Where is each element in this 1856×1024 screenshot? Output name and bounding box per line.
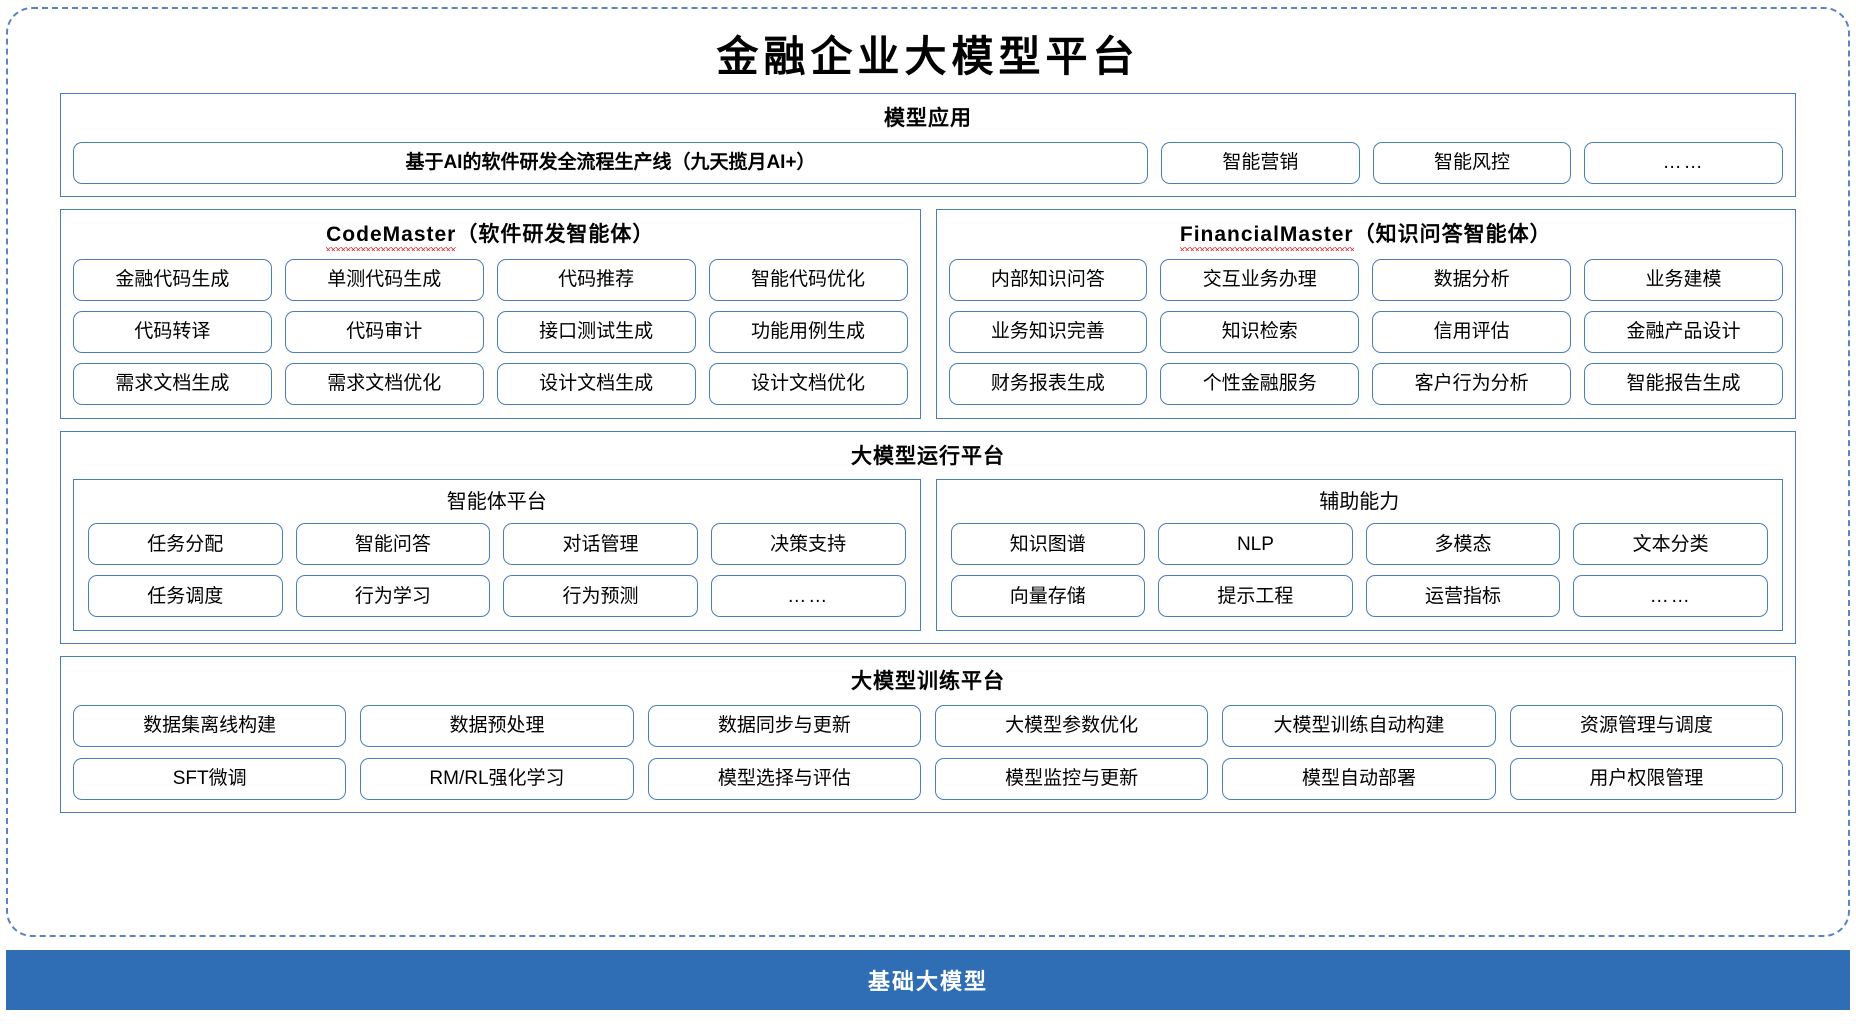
agent-platform-title: 智能体平台 — [446, 491, 547, 514]
financial-master-items: 内部知识问答 交互业务办理 数据分析 业务建模 业务知识完善 知识检索 信用评估… — [948, 258, 1783, 405]
code-master-item[interactable]: 需求文档生成 — [73, 362, 272, 405]
financial-master-panel: FinancialMaster（知识问答智能体） 内部知识问答 交互业务办理 数… — [935, 208, 1796, 419]
agent-platform-item[interactable]: 任务调度 — [88, 575, 283, 618]
agent-platform-items: 任务分配 智能问答 对话管理 决策支持 任务调度 行为学习 行为预测 …… — [88, 523, 906, 618]
app-item-smart-risk-control[interactable]: 智能风控 — [1372, 141, 1572, 184]
support-capability-title: 辅助能力 — [1319, 491, 1400, 514]
training-platform-item[interactable]: RM/RL强化学习 — [360, 757, 634, 800]
financial-master-title: FinancialMaster（知识问答智能体） — [949, 221, 1784, 252]
support-capability-item[interactable]: 向量存储 — [950, 575, 1146, 618]
code-master-item[interactable]: 代码转译 — [73, 310, 272, 353]
financial-master-item[interactable]: 数据分析 — [1372, 258, 1572, 301]
app-item-smart-marketing[interactable]: 智能营销 — [1161, 141, 1360, 184]
code-master-item[interactable]: 代码审计 — [284, 310, 484, 353]
support-capability-items: 知识图谱 NLP 多模态 文本分类 向量存储 提示工程 运营指标 …… — [950, 523, 1768, 618]
financial-master-item[interactable]: 金融产品设计 — [1584, 310, 1783, 353]
agent-platform-item[interactable]: 对话管理 — [503, 523, 698, 566]
agents-row: CodeMaster（软件研发智能体） 金融代码生成 单测代码生成 代码推荐 智… — [60, 208, 1796, 419]
agent-platform-subpanel: 智能体平台 任务分配 智能问答 对话管理 决策支持 任务调度 行为学习 行为预测… — [73, 479, 921, 632]
code-master-item[interactable]: 智能代码优化 — [708, 258, 908, 301]
training-platform-item[interactable]: 数据集离线构建 — [73, 704, 347, 747]
training-platform-item[interactable]: 模型监控与更新 — [935, 757, 1209, 800]
training-platform-title: 大模型训练平台 — [851, 670, 1005, 694]
financial-master-suffix: （知识问答智能体） — [1353, 222, 1552, 246]
training-platform-items: 数据集离线构建 数据预处理 数据同步与更新 大模型参数优化 大模型训练自动构建 … — [73, 704, 1783, 800]
code-master-title: CodeMaster（软件研发智能体） — [73, 221, 908, 252]
support-capability-item[interactable]: 知识图谱 — [950, 523, 1146, 566]
agent-platform-item-more[interactable]: …… — [710, 575, 906, 618]
financial-master-item[interactable]: 知识检索 — [1160, 310, 1360, 353]
code-master-item[interactable]: 接口测试生成 — [496, 310, 696, 353]
runtime-platform-panel: 大模型运行平台 智能体平台 任务分配 智能问答 对话管理 决策支持 任务调度 行… — [60, 430, 1796, 645]
training-platform-item[interactable]: 模型自动部署 — [1222, 757, 1496, 800]
financial-master-item[interactable]: 客户行为分析 — [1372, 362, 1572, 405]
support-capability-item[interactable]: 多模态 — [1365, 523, 1561, 566]
training-platform-item[interactable]: 模型选择与评估 — [647, 757, 921, 800]
runtime-platform-title: 大模型运行平台 — [851, 444, 1005, 468]
training-platform-panel: 大模型训练平台 数据集离线构建 数据预处理 数据同步与更新 大模型参数优化 大模… — [60, 656, 1796, 813]
page-title: 金融企业大模型平台 — [716, 35, 1140, 81]
code-master-items: 金融代码生成 单测代码生成 代码推荐 智能代码优化 代码转译 代码审计 接口测试… — [73, 258, 908, 405]
foundation-model-bar: 基础大模型 — [6, 950, 1850, 1010]
agent-platform-item[interactable]: 决策支持 — [710, 523, 906, 566]
code-master-item[interactable]: 设计文档生成 — [496, 362, 696, 405]
support-capability-item[interactable]: NLP — [1158, 523, 1353, 566]
code-master-item[interactable]: 需求文档优化 — [284, 362, 484, 405]
training-platform-item[interactable]: 数据预处理 — [360, 704, 634, 747]
agent-platform-item[interactable]: 行为学习 — [295, 575, 491, 618]
training-platform-item[interactable]: 用户权限管理 — [1509, 757, 1783, 800]
financial-master-item[interactable]: 信用评估 — [1372, 310, 1572, 353]
code-master-panel: CodeMaster（软件研发智能体） 金融代码生成 单测代码生成 代码推荐 智… — [60, 208, 921, 419]
agent-platform-item[interactable]: 行为预测 — [503, 575, 698, 618]
financial-master-item[interactable]: 财务报表生成 — [948, 362, 1148, 405]
training-platform-item[interactable]: 大模型参数优化 — [935, 704, 1209, 747]
runtime-columns: 智能体平台 任务分配 智能问答 对话管理 决策支持 任务调度 行为学习 行为预测… — [73, 479, 1783, 632]
code-master-item[interactable]: 代码推荐 — [496, 258, 696, 301]
model-application-items: 基于AI的软件研发全流程生产线（九天揽月AI+） 智能营销 智能风控 …… — [73, 141, 1784, 184]
financial-master-item[interactable]: 个性金融服务 — [1160, 362, 1360, 405]
app-flagship-pipeline[interactable]: 基于AI的软件研发全流程生产线（九天揽月AI+） — [73, 141, 1148, 184]
foundation-model-label: 基础大模型 — [867, 969, 988, 994]
financial-master-name: FinancialMaster — [1179, 221, 1354, 252]
model-application-title: 模型应用 — [884, 107, 972, 131]
app-item-more[interactable]: …… — [1584, 141, 1784, 184]
code-master-item[interactable]: 单测代码生成 — [284, 258, 484, 301]
training-platform-item[interactable]: 资源管理与调度 — [1509, 704, 1783, 747]
code-master-suffix: （软件研发智能体） — [456, 222, 655, 246]
agent-platform-item[interactable]: 任务分配 — [88, 523, 283, 566]
financial-master-item[interactable]: 业务建模 — [1584, 258, 1783, 301]
financial-master-item[interactable]: 内部知识问答 — [948, 258, 1148, 301]
support-capability-item[interactable]: 运营指标 — [1365, 575, 1561, 618]
code-master-item[interactable]: 功能用例生成 — [708, 310, 908, 353]
training-platform-item[interactable]: 数据同步与更新 — [647, 704, 921, 747]
code-master-item[interactable]: 金融代码生成 — [73, 258, 272, 301]
platform-outer-frame: 金融企业大模型平台 模型应用 基于AI的软件研发全流程生产线（九天揽月AI+） … — [6, 7, 1850, 937]
agent-platform-item[interactable]: 智能问答 — [295, 523, 491, 566]
code-master-name: CodeMaster — [326, 221, 457, 252]
training-platform-item[interactable]: SFT微调 — [73, 757, 347, 800]
financial-master-item[interactable]: 业务知识完善 — [948, 310, 1148, 353]
model-application-panel: 模型应用 基于AI的软件研发全流程生产线（九天揽月AI+） 智能营销 智能风控 … — [60, 93, 1796, 197]
support-capability-item-more[interactable]: …… — [1573, 575, 1768, 618]
financial-master-item[interactable]: 交互业务办理 — [1160, 258, 1360, 301]
support-capability-item[interactable]: 提示工程 — [1158, 575, 1353, 618]
support-capability-subpanel: 辅助能力 知识图谱 NLP 多模态 文本分类 向量存储 提示工程 运营指标 …… — [935, 479, 1783, 632]
financial-master-item[interactable]: 智能报告生成 — [1584, 362, 1783, 405]
support-capability-item[interactable]: 文本分类 — [1573, 523, 1768, 566]
code-master-item[interactable]: 设计文档优化 — [708, 362, 908, 405]
training-platform-item[interactable]: 大模型训练自动构建 — [1222, 704, 1496, 747]
